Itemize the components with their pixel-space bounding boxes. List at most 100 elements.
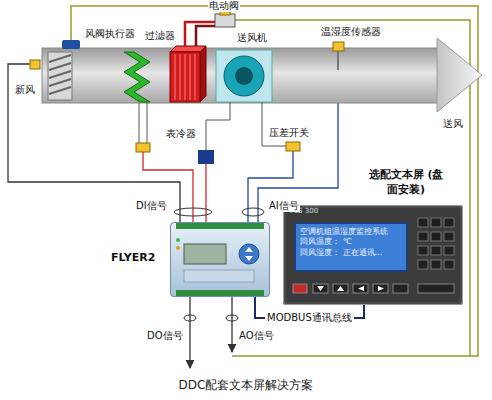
caption: DDC配套文本屏解决方案 — [0, 377, 492, 394]
text-screen-body — [444, 260, 454, 269]
cooling-coil — [170, 22, 215, 102]
part-label: DI信号 — [135, 200, 168, 212]
ddc-controller-body — [184, 244, 226, 264]
ddc-controller-body — [170, 222, 270, 297]
air-duct — [42, 48, 438, 103]
text-screen-body — [293, 284, 307, 293]
temperature-humidity-sensor — [333, 42, 344, 70]
ddc-controller-body — [176, 222, 264, 229]
text-screen-body — [393, 284, 408, 293]
temperature-humidity-sensor — [337, 51, 339, 70]
supply-fan — [206, 102, 230, 150]
part-label: AI信号 — [268, 200, 300, 212]
part-label: 压差开关 — [268, 127, 310, 139]
part-label: 过滤器 — [144, 30, 176, 42]
lcd-display: 空调机组温湿度监控系统回风温度： ℃回风湿度： 正在通讯... — [294, 222, 408, 272]
signal-wire — [242, 208, 264, 216]
ddc-controller: FLYER2 — [170, 222, 270, 297]
text-screen-body — [313, 284, 328, 293]
part-label: DO信号 — [146, 330, 184, 342]
text-screen-body — [431, 232, 441, 241]
signal-wire — [226, 315, 238, 321]
cooling-coil — [200, 46, 206, 102]
signal-wire — [189, 297, 190, 368]
text-screen-body — [444, 246, 454, 255]
text-screen-body — [283, 205, 463, 305]
cooling-coil — [196, 26, 215, 46]
cooling-coil — [190, 54, 191, 100]
controller-model: FLYER2 — [111, 251, 155, 264]
text-screen-body — [333, 284, 348, 293]
air-damper — [49, 63, 71, 70]
pressure-switch — [262, 102, 286, 146]
air-damper — [49, 55, 71, 62]
part-label: 表冷器 — [165, 128, 197, 140]
ddc-controller-body — [170, 222, 270, 297]
pressure-switch — [286, 142, 300, 151]
ddc-controller-body — [245, 256, 253, 261]
signal-wire — [184, 315, 196, 321]
cooling-coil — [175, 54, 176, 100]
supply-fan — [216, 50, 272, 102]
ddc-controller-body — [176, 246, 180, 250]
filter-symbol — [136, 143, 150, 152]
text-screen-body — [431, 246, 441, 255]
text-screen-body — [286, 208, 460, 302]
filter-symbol — [147, 103, 148, 143]
text-screen-body — [418, 218, 428, 227]
cooling-coil — [180, 54, 181, 100]
text-screen-body — [444, 218, 454, 227]
bus-label: MODBUS通讯总线 — [265, 312, 354, 324]
air-damper — [48, 40, 80, 100]
cooling-coil — [185, 22, 215, 46]
text-screen-body — [358, 286, 364, 291]
filter-symbol — [124, 52, 150, 152]
signal-wire — [205, 164, 206, 222]
text-screen-body — [431, 218, 441, 227]
part-label: AO信号 — [238, 330, 275, 342]
electric-valve — [215, 11, 235, 27]
cooling-coil — [185, 54, 186, 100]
ddc-controller-body — [239, 244, 259, 264]
supply-fan — [198, 150, 214, 164]
air-damper — [48, 52, 72, 100]
text-screen-body — [353, 284, 368, 293]
cooling-coil — [170, 52, 200, 102]
text-screen-body — [337, 286, 344, 291]
supply-fan — [235, 67, 253, 85]
text-screen-panel: 空调机组温湿度监控系统回风温度： ℃回风湿度： 正在通讯...选配文本屏 (盘面… — [283, 205, 463, 305]
electric-valve — [215, 14, 235, 27]
air-damper — [49, 79, 71, 86]
part-label: 电动阀 — [208, 0, 240, 12]
ddc-controller-body — [245, 247, 253, 252]
signal-wire — [174, 208, 212, 216]
text-screen-body — [444, 232, 454, 241]
text-screen-body — [317, 286, 324, 291]
air-duct — [42, 38, 482, 112]
display-line: 空调机组温湿度监控系统 — [300, 227, 402, 237]
ddc-controller-body — [176, 290, 264, 297]
ddc-controller-body — [184, 270, 254, 282]
text-screen-body — [418, 260, 428, 269]
display-line: 回风温度： ℃ — [300, 237, 402, 247]
text-screen-body — [373, 284, 388, 293]
part-label: 送风机 — [236, 32, 268, 44]
part-label: 送风 — [442, 118, 464, 130]
text-screen-body — [378, 286, 384, 291]
filter-symbol — [124, 52, 150, 102]
air-damper — [62, 40, 80, 49]
temperature-humidity-sensor — [333, 42, 344, 51]
part-label: 风阀执行器 — [84, 28, 136, 40]
supply-fan — [224, 56, 264, 96]
text-screen-body — [418, 246, 428, 255]
cooling-coil — [195, 54, 196, 100]
fresh-air-sensor — [30, 60, 40, 69]
air-damper — [49, 87, 71, 94]
ddc-controller-body — [176, 238, 180, 242]
air-duct — [437, 38, 482, 112]
supply-fan — [198, 50, 272, 164]
filter-symbol — [139, 103, 140, 143]
text-screen-body — [431, 260, 441, 269]
